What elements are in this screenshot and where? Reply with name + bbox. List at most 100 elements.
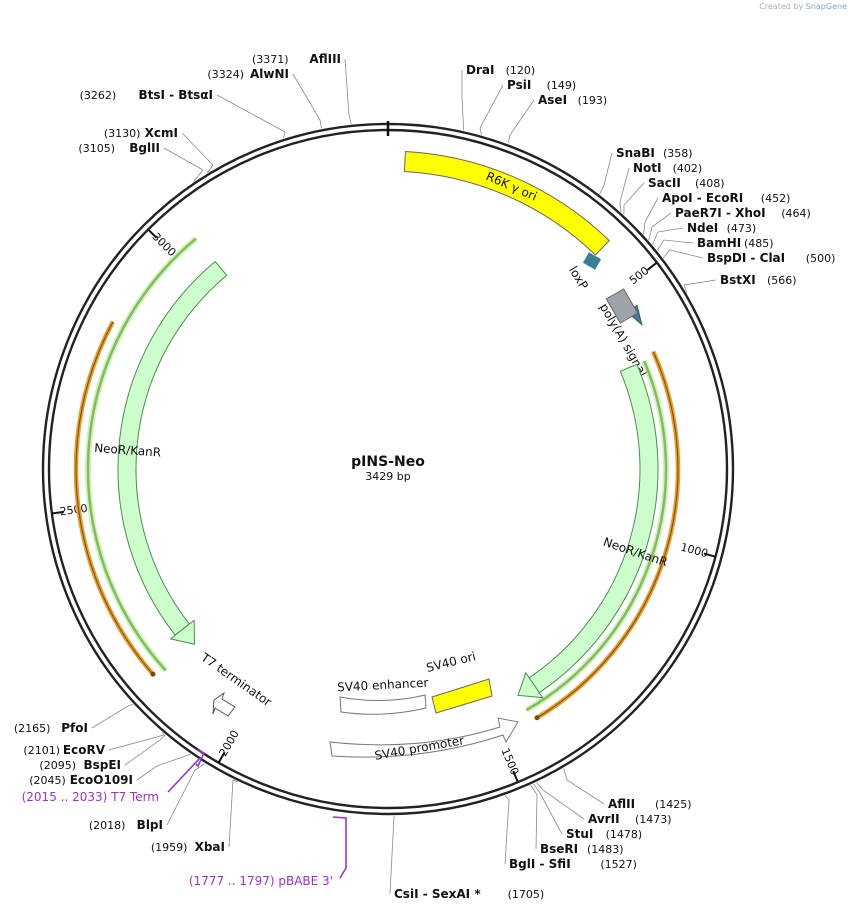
site-name-label: EcoO109I xyxy=(70,773,133,787)
orf-arc-core-0 xyxy=(536,351,679,719)
site-position-label: (473) xyxy=(727,222,757,235)
tick-mark-2000 xyxy=(217,751,226,764)
site-leader-line xyxy=(228,779,238,848)
site-name-label: AvrII xyxy=(588,812,620,826)
restriction-sites: DraI(120)PsiI(149)AseI(193)SnaBI(358)Not… xyxy=(14,52,836,901)
site-position-label: (408) xyxy=(695,177,725,190)
site-position-label: (2101) xyxy=(23,744,60,757)
site-paer7i: PaeR7I - XhoI(464) xyxy=(648,206,811,241)
feature-4-label: SV40 ori xyxy=(425,649,477,675)
site-position-label: (358) xyxy=(663,147,693,160)
site-leader-line xyxy=(181,132,214,174)
feature-1-label: loxP xyxy=(566,264,591,292)
site-name-label: SnaBI xyxy=(616,146,655,160)
site-name-label: CsiI - SexAI * xyxy=(394,887,481,901)
feature-6-body xyxy=(329,717,519,758)
site-name-label: AlwNI xyxy=(250,67,289,81)
site-leader-line xyxy=(461,70,465,131)
site-leader-line xyxy=(389,815,395,895)
feature-8-glow xyxy=(85,236,198,673)
site-name-label: BspDI - ClaI xyxy=(707,251,785,265)
site-name-label: BtsI - BtsαI xyxy=(138,88,213,102)
tick-label-2500: 2500 xyxy=(59,502,88,519)
site-bspei: BspEI (2095) xyxy=(39,734,166,772)
site-name-label: PsiI xyxy=(507,78,531,92)
site-leader-line xyxy=(643,197,659,235)
site-ecorv: EcoRV(2101) xyxy=(23,732,165,757)
site-drai: DraI (120) xyxy=(461,63,536,131)
site-name-label: XbaI xyxy=(195,840,225,854)
site-leader-line xyxy=(599,152,613,195)
site-stui: StuI (1478) xyxy=(533,783,643,841)
site-blpi: BlpI(2018) xyxy=(89,763,206,832)
site-leader-line xyxy=(108,732,165,751)
tick-mark-500 xyxy=(646,261,658,271)
site-leader-line xyxy=(344,58,352,125)
site-bstxi: BstXI (566) xyxy=(683,273,797,293)
site-sacii: SacII(408) xyxy=(623,176,725,215)
credit-prefix: Created by xyxy=(759,2,804,11)
site-noti: NotI (402) xyxy=(619,161,703,213)
site-leader-line xyxy=(216,94,286,139)
feature-3-body xyxy=(528,363,659,694)
site-position-label: (120) xyxy=(506,64,536,77)
site-name-label: PfoI xyxy=(61,721,88,735)
feature-1-box xyxy=(582,252,602,270)
site-name-label: BseRI xyxy=(540,842,578,856)
site-csii: CsiI - SexAI * (1705) xyxy=(389,815,545,901)
site-position-label: (464) xyxy=(781,207,811,220)
site-position-label: (402) xyxy=(673,162,703,175)
site-name-label: StuI xyxy=(566,827,593,841)
tick-mark-1000 xyxy=(703,552,716,558)
site-name-label: DraI xyxy=(466,63,494,77)
site-name-label: NdeI xyxy=(687,221,718,235)
site-position-label: (500) xyxy=(806,252,836,265)
site-position-label: (2095) xyxy=(39,759,76,772)
site-name-label: BstXI xyxy=(720,273,756,287)
orf-arcs xyxy=(73,320,681,721)
site-leader-line xyxy=(163,147,204,182)
site-name-label: EcoRV xyxy=(63,743,106,757)
feature-3-head xyxy=(517,671,544,699)
site-bglii: BglII(3105) xyxy=(78,141,204,182)
site-afliii: AflIII(3371) xyxy=(252,52,352,125)
site-position-label: (566) xyxy=(767,274,797,287)
site-leader-line xyxy=(166,763,206,826)
site-position-label: (3105) xyxy=(78,142,115,155)
site-position-label: (1705) xyxy=(508,888,545,901)
site-ecoo109i: EcoO109I (2045) xyxy=(29,753,191,787)
site-position-label: (1478) xyxy=(606,828,643,841)
tick-label-1000: 1000 xyxy=(679,541,709,561)
site-position-label: (2165) xyxy=(14,722,51,735)
site-position-label: (3262) xyxy=(80,89,117,102)
site-leader-line xyxy=(683,279,717,293)
site-position-label: (2045) xyxy=(29,774,66,787)
primer-1: (1777 .. 1797) pBABE 3' xyxy=(189,816,347,888)
site-bamhi: BamHI(485) xyxy=(657,236,774,251)
site-leader-line xyxy=(648,212,672,241)
feature-3-glow xyxy=(524,360,669,713)
site-leader-line xyxy=(563,768,605,805)
site-position-label: (2018) xyxy=(89,819,126,832)
primer-0: (2015 .. 2033) T7 Term xyxy=(22,749,206,804)
site-leader-line xyxy=(533,783,563,835)
primer-arrow xyxy=(167,749,206,793)
feature-8-head xyxy=(169,619,196,645)
site-leader-line xyxy=(504,795,510,865)
feature-5-label: SV40 enhancer xyxy=(337,676,429,695)
site-name-label: XcmI xyxy=(145,126,178,140)
feature-4-body xyxy=(431,678,493,714)
site-name-label: BspEI xyxy=(83,758,121,772)
site-name-label: BamHI xyxy=(697,236,741,250)
feature-0-body xyxy=(403,150,610,256)
site-bspdi: BspDI - ClaI (500) xyxy=(662,249,836,265)
site-name-label: ApoI - EcoRI xyxy=(662,191,743,205)
site-name-label: AseI xyxy=(538,93,567,107)
site-leader-line xyxy=(662,249,704,259)
site-position-label: (3371) xyxy=(252,53,289,66)
site-name-label: NotI xyxy=(633,161,662,175)
site-name-label: BglI - SfiI xyxy=(509,857,571,871)
site-xcmi: XcmI(3130) xyxy=(104,126,214,174)
site-leader-line xyxy=(479,84,504,135)
